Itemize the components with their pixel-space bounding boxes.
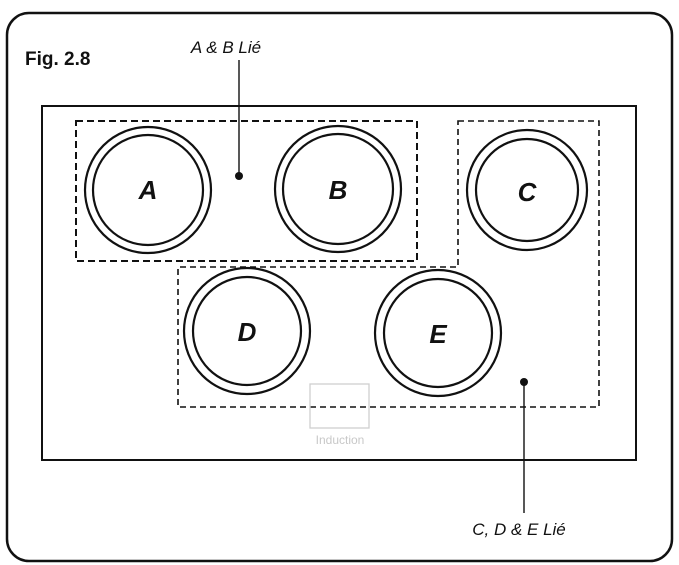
cde-linked-callout: C, D & E Lié (472, 378, 566, 539)
zone-c-inner-ring (474, 137, 580, 243)
zone-c-outer-ring (465, 128, 589, 252)
cooktop-surface (41, 105, 637, 461)
induction-logo: Induction (309, 383, 370, 447)
cde-linked-group-outline (177, 120, 600, 408)
cooking-zone-c: C (465, 128, 589, 252)
zone-e-label: E (429, 319, 447, 349)
cooking-zone-d: D (182, 266, 312, 396)
zone-d-inner-ring (191, 275, 303, 387)
induction-logo-text: Induction (316, 433, 365, 447)
ab-linked-callout: A & B Lié (190, 38, 261, 180)
cooking-zone-e: E (373, 268, 503, 398)
zone-b-label: B (329, 175, 348, 205)
cde-linked-label: C, D & E Lié (472, 520, 566, 539)
zone-c-label: C (518, 177, 538, 207)
induction-logo-box (309, 383, 370, 429)
zone-b-inner-ring (281, 132, 395, 246)
cooking-zone-b: B (273, 124, 403, 254)
ab-linked-label: A & B Lié (190, 38, 261, 57)
zone-d-outer-ring (182, 266, 312, 396)
zone-e-outer-ring (373, 268, 503, 398)
zone-a-label: A (138, 175, 158, 205)
figure-frame (5, 11, 674, 563)
ab-callout-dot (235, 172, 243, 180)
zone-a-inner-ring (91, 133, 205, 247)
cooking-zone-a: A (83, 125, 213, 255)
zone-a-outer-ring (83, 125, 213, 255)
zone-d-label: D (238, 317, 257, 347)
ab-linked-group-outline (75, 120, 418, 262)
zone-b-outer-ring (273, 124, 403, 254)
figure-label: Fig. 2.8 (25, 49, 90, 70)
zone-e-inner-ring (382, 277, 494, 389)
